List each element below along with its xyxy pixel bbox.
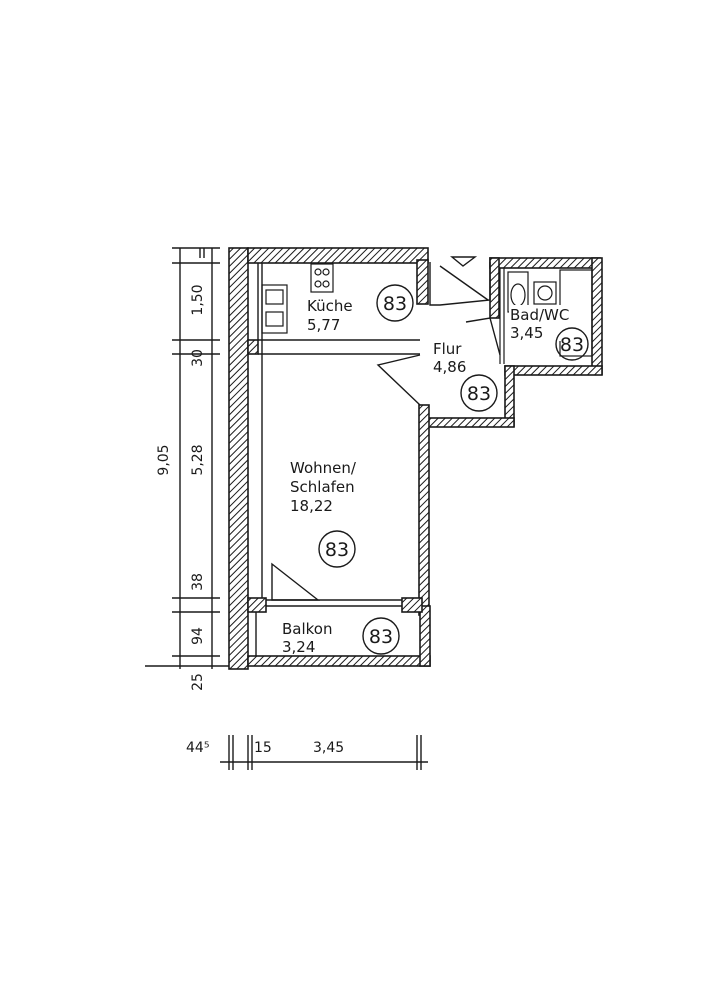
unit-number: 83 xyxy=(560,334,584,356)
balcony-post-left xyxy=(247,597,267,613)
room-name-line2: Schlafen xyxy=(290,478,355,496)
balcony-south-wall xyxy=(247,655,431,667)
west-wall xyxy=(228,247,249,670)
unit-number: 83 xyxy=(325,539,349,561)
stove-icon xyxy=(310,263,334,293)
dim-wall-25: 25 xyxy=(190,673,206,691)
washbasin-icon xyxy=(533,281,557,305)
kitchen-living-wall xyxy=(247,339,259,355)
balcony-door xyxy=(271,562,321,601)
doors xyxy=(271,256,501,601)
unit-badge xyxy=(318,530,356,568)
living-east-wall xyxy=(418,404,430,616)
vertical-dimensions: 9,05 1,50 30 5,28 38 94 25 xyxy=(145,247,229,691)
entry-door xyxy=(429,262,491,306)
north-wall-kitchen xyxy=(247,247,429,264)
room-name: Bad/WC xyxy=(510,306,569,324)
bath-door xyxy=(465,317,501,356)
room-name-line1: Wohnen/ xyxy=(290,459,357,477)
hall-east-wall xyxy=(504,365,515,427)
balcony-post-right xyxy=(401,597,423,613)
dim-kitchen-depth: 1,50 xyxy=(190,284,206,315)
unit-number: 83 xyxy=(383,293,407,315)
kitchen-east-wall xyxy=(416,259,429,305)
dim-room-width: 3,45 xyxy=(313,740,344,756)
entry-marker-icon xyxy=(450,256,478,267)
unit-badge xyxy=(376,284,414,322)
balcony-east-wall xyxy=(419,605,431,667)
bath-east-wall xyxy=(591,257,603,375)
dim-wall-30: 30 xyxy=(190,349,206,367)
walls xyxy=(228,247,603,670)
unit-badge xyxy=(555,327,589,361)
dim-total-vertical: 9,05 xyxy=(156,444,172,475)
room-kueche: Küche 5,77 83 xyxy=(307,284,414,334)
dim-living-depth: 5,28 xyxy=(190,444,206,475)
north-wall-bath xyxy=(489,257,601,269)
room-bad: Bad/WC 3,45 83 xyxy=(509,305,589,361)
horizontal-dimensions: 44⁵ 15 3,45 xyxy=(186,735,428,770)
bath-south-wall xyxy=(504,365,603,376)
room-area: 4,86 xyxy=(433,358,466,376)
room-flur: Flur 4,86 83 xyxy=(433,340,498,412)
unit-badge xyxy=(460,374,498,412)
living-door xyxy=(376,354,421,406)
room-area: 3,45 xyxy=(510,324,543,342)
bath-west-wall xyxy=(489,257,500,319)
unit-number: 83 xyxy=(369,626,393,648)
room-name: Küche xyxy=(307,297,353,315)
dim-inner-wall: 15 xyxy=(254,740,272,756)
kitchen-fixtures xyxy=(261,263,334,334)
room-wohnen: Wohnen/ Schlafen 18,22 83 xyxy=(290,459,357,568)
unit-badge xyxy=(362,617,400,655)
entry-door-swing xyxy=(439,265,489,301)
hall-south-wall xyxy=(427,417,515,428)
room-name: Balkon xyxy=(282,620,333,638)
room-area: 5,77 xyxy=(307,316,340,334)
dim-wall-38: 38 xyxy=(190,573,206,591)
dim-balcony-depth: 94 xyxy=(190,627,206,645)
unit-number: 83 xyxy=(467,383,491,405)
room-balkon: Balkon 3,24 83 xyxy=(282,617,400,656)
dim-outer-wall: 44⁵ xyxy=(186,740,209,756)
room-area: 3,24 xyxy=(282,638,315,656)
room-name: Flur xyxy=(433,340,462,358)
room-area: 18,22 xyxy=(290,497,333,515)
sink-icon xyxy=(261,284,288,334)
